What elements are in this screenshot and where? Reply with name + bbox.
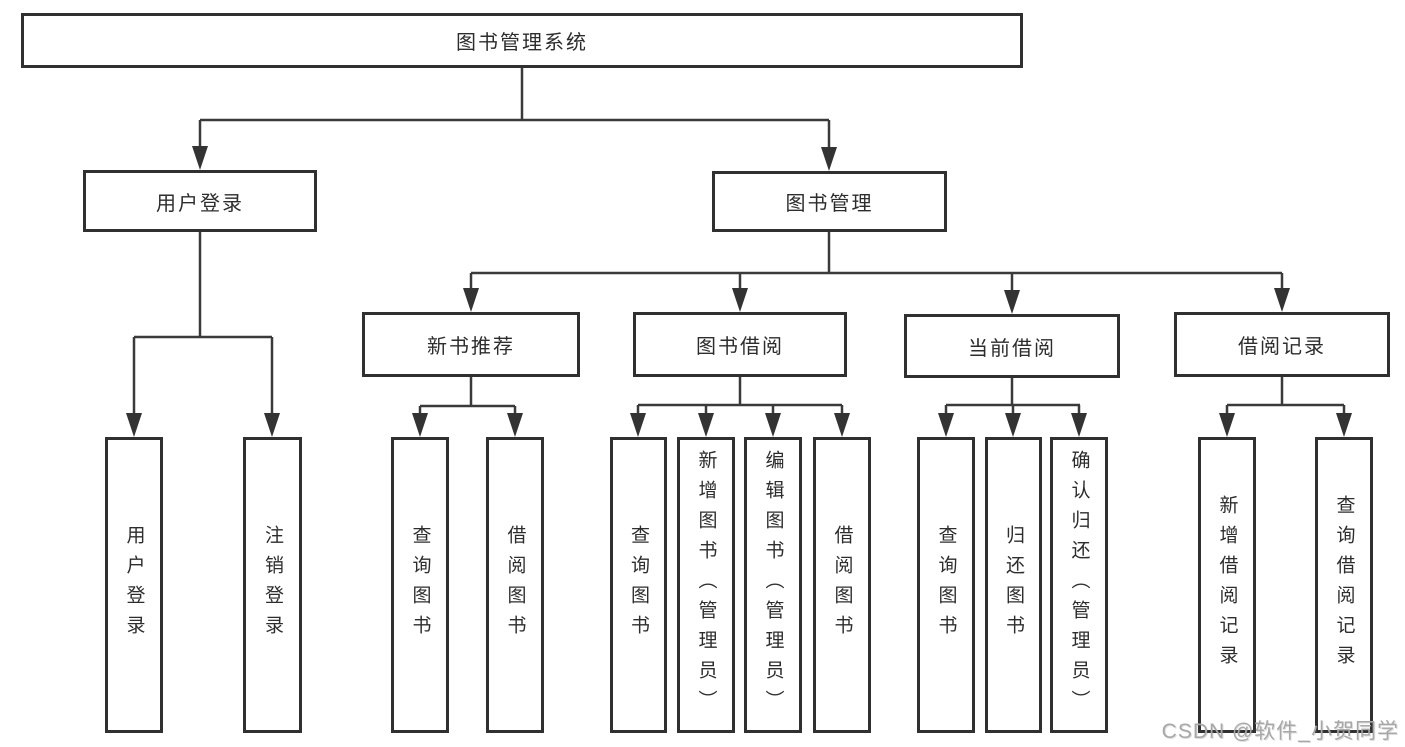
node-label: 图书借阅 [696, 336, 784, 358]
leaf-query-books-recommend: 查询图书 [391, 437, 449, 733]
leaf-label: 确认归还（管理员） [1068, 450, 1090, 720]
leaf-label: 查询图书 [628, 525, 649, 645]
leaf-confirm-return-admin: 确认归还（管理员） [1050, 437, 1108, 733]
node-current-borrowing: 当前借阅 [904, 314, 1120, 378]
leaf-label: 借阅图书 [504, 525, 526, 645]
node-label: 用户登录 [156, 192, 244, 215]
leaf-label: 归还图书 [1003, 525, 1024, 645]
node-book-borrowing: 图书借阅 [633, 312, 847, 377]
node-label: 借阅记录 [1238, 336, 1326, 358]
leaf-label: 查询图书 [409, 525, 431, 645]
leaf-label: 查询借阅记录 [1333, 495, 1355, 675]
node-borrowing-records: 借阅记录 [1174, 312, 1390, 377]
node-label: 当前借阅 [968, 337, 1056, 360]
leaf-label: 新增借阅记录 [1216, 495, 1238, 675]
node-label: 图书管理 [785, 193, 874, 215]
node-label: 新书推荐 [427, 336, 515, 358]
leaf-borrow-books-recommend: 借阅图书 [486, 437, 544, 733]
node-label: 图书管理系统 [456, 32, 588, 54]
node-user-login-branch: 用户登录 [83, 170, 317, 232]
leaf-user-login: 用户登录 [105, 437, 163, 733]
leaf-add-borrow-record: 新增借阅记录 [1198, 437, 1256, 733]
node-library-management-system: 图书管理系统 [21, 13, 1023, 68]
leaf-query-books-borrow: 查询图书 [610, 437, 667, 733]
leaf-label: 编辑图书（管理员） [762, 450, 784, 720]
leaf-label: 查询图书 [935, 525, 957, 645]
leaf-label: 注销登录 [262, 525, 283, 645]
node-book-management: 图书管理 [712, 171, 947, 232]
leaf-label: 新增图书（管理员） [695, 450, 717, 720]
leaf-add-books-admin: 新增图书（管理员） [677, 437, 735, 733]
leaf-query-books-current: 查询图书 [917, 437, 975, 733]
leaf-logout: 注销登录 [243, 437, 302, 733]
leaf-return-books: 归还图书 [985, 437, 1042, 733]
node-new-book-recommend: 新书推荐 [362, 312, 580, 377]
leaf-label: 用户登录 [123, 525, 145, 645]
leaf-edit-books-admin: 编辑图书（管理员） [744, 437, 802, 733]
leaf-query-borrow-record: 查询借阅记录 [1315, 437, 1373, 733]
csdn-watermark: CSDN @软件_小贺同学 [1161, 720, 1399, 743]
leaf-borrow-books: 借阅图书 [813, 437, 871, 733]
leaf-label: 借阅图书 [831, 525, 853, 645]
